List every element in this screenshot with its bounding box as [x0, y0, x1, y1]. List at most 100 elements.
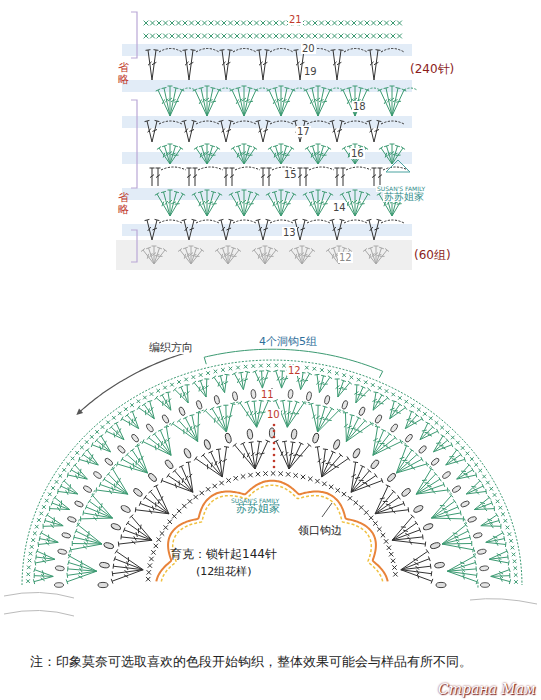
sc-symbol [130, 403, 134, 407]
dc-symbol [392, 521, 418, 540]
dc-symbol [178, 248, 191, 264]
sc-symbol [222, 21, 227, 26]
dc-symbol [95, 438, 111, 451]
sc-symbol [391, 34, 396, 39]
dc-symbol [432, 516, 464, 521]
sc-symbol [345, 21, 350, 26]
yoke-note: 育克：锁针起144针 [170, 543, 277, 562]
puff-symbol [57, 549, 67, 555]
chain-arc [477, 582, 478, 588]
dc-symbol [166, 392, 171, 410]
sc-symbol [206, 371, 210, 375]
sc-symbol [31, 538, 35, 542]
dc-symbol [204, 379, 209, 397]
sc-symbol [95, 430, 99, 434]
dc-symbol [154, 485, 169, 514]
sc-symbol [58, 474, 62, 478]
arrow-head [76, 408, 83, 414]
chain-arc [381, 220, 404, 223]
dc-symbol [224, 168, 229, 186]
row-number: 19 [303, 60, 318, 79]
puff-symbol [269, 428, 274, 438]
sc-symbol [267, 21, 272, 26]
dc-symbol [294, 50, 300, 80]
sc-symbol [183, 34, 188, 39]
chain-arc [381, 121, 404, 124]
sc-symbol [28, 559, 32, 563]
dc-symbol [447, 554, 475, 571]
sc-symbol [371, 21, 376, 26]
sc-symbol [328, 370, 332, 374]
direction-arrow [80, 352, 188, 412]
sc-symbol [66, 462, 70, 466]
sc-symbol [235, 21, 240, 26]
dc-symbol [375, 507, 409, 513]
sc-symbol [271, 471, 275, 475]
dc-symbol [164, 426, 171, 455]
dc-symbol [392, 534, 423, 540]
sc-symbol [26, 572, 30, 576]
row-number: 17 [296, 126, 311, 137]
sc-symbol [35, 525, 39, 529]
dc-symbol [390, 406, 407, 419]
sc-symbol [202, 21, 207, 26]
dc-symbol [212, 376, 225, 393]
dc-symbol [298, 168, 303, 186]
sc-symbol [320, 368, 324, 372]
dc-symbol [130, 449, 147, 473]
chain-arc [196, 121, 219, 124]
sc-symbol [282, 364, 286, 368]
dc-symbol [256, 120, 263, 142]
sc-symbol [514, 580, 518, 584]
dc-symbol [280, 400, 287, 427]
dc-symbol [346, 419, 367, 442]
sc-symbol [280, 21, 285, 26]
sc-symbol [244, 365, 248, 369]
dc-symbol [396, 445, 408, 473]
sc-symbol [319, 21, 324, 26]
puff-symbol [481, 583, 490, 588]
puff-symbol [213, 395, 220, 405]
sc-symbol [229, 367, 233, 371]
sc-symbol [263, 471, 267, 475]
sc-symbol [30, 545, 34, 549]
sc-symbol [384, 34, 389, 39]
dc-symbol [489, 549, 508, 559]
dc-symbol [392, 147, 405, 164]
dc-symbol [489, 559, 509, 565]
sc-symbol [300, 34, 305, 39]
sc-symbol [157, 34, 162, 39]
dc-symbol [401, 556, 430, 569]
chain-arc [304, 402, 311, 403]
puff-symbol [418, 445, 428, 455]
dc-symbol [337, 219, 344, 240]
dc-symbol [263, 219, 270, 240]
sc-symbol [440, 426, 444, 430]
dc-symbol [384, 145, 392, 164]
dc-symbol [135, 445, 147, 473]
sc-symbol [493, 493, 497, 497]
chain-arc [339, 410, 346, 412]
sc-symbol [326, 34, 331, 39]
dc-symbol [73, 463, 87, 479]
chain-arc [196, 220, 219, 223]
dc-symbol [189, 50, 195, 80]
pattern-count: (12组花样) [196, 565, 252, 578]
dc-symbol [318, 407, 335, 432]
dc-symbol [186, 462, 193, 492]
sc-symbol [27, 566, 31, 570]
bracket-tick [204, 357, 206, 364]
row-number: 20 [301, 37, 316, 56]
puff-symbol [312, 433, 320, 444]
dc-symbol [447, 571, 477, 584]
dc-symbol [416, 487, 448, 494]
dc-symbol [99, 435, 111, 452]
dc-symbol [372, 168, 377, 186]
sc-symbol [377, 527, 381, 531]
sc-symbol [170, 383, 174, 387]
dc-symbol [194, 147, 207, 164]
dc-symbol [118, 540, 152, 546]
dc-symbol [189, 219, 196, 240]
sc-symbol [359, 505, 363, 509]
dc-symbol [249, 442, 255, 469]
